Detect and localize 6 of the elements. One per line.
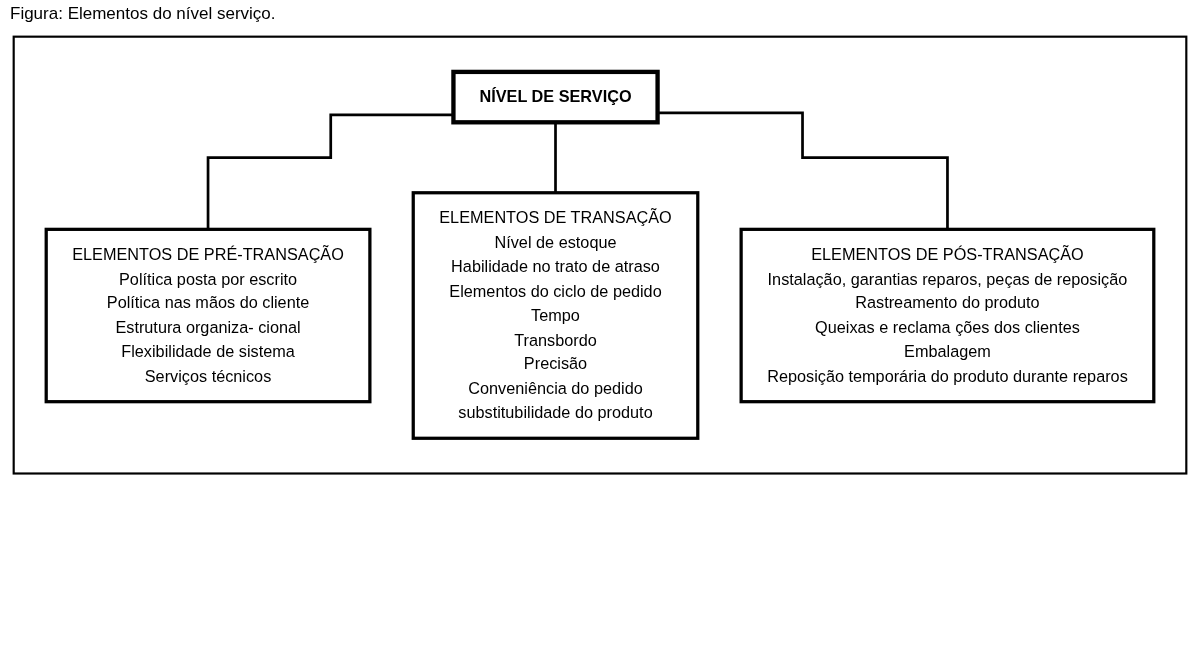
node-box: NÍVEL DE SERVIÇO bbox=[451, 69, 660, 125]
cluster bbox=[12, 35, 1188, 475]
node-box: ELEMENTOS DE TRANSAÇÃO Nível de estoque Habilidade no trato de atraso Elementos do ciclo de pedido Tempo Transbordo Precisão Conveniência do pedido substitubilidade do produto bbox=[411, 191, 700, 440]
node-box: ELEMENTOS DE PÓS-TRANSAÇÃO Instalação, garantias reparos, peças de reposição Rastreamento do produto Queixas e reclama ções dos clientes Embalagem Reposição temporária do produto durante reparos bbox=[739, 227, 1156, 404]
figure-title: Figura: Elementos do nível serviço. bbox=[9, 3, 277, 25]
node-box: ELEMENTOS DE PRÉ-TRANSAÇÃO Política posta por escrito Política nas mãos do cliente Estrutura organiza- cional Flexibilidade de sistema Serviços técnicos bbox=[44, 227, 372, 404]
